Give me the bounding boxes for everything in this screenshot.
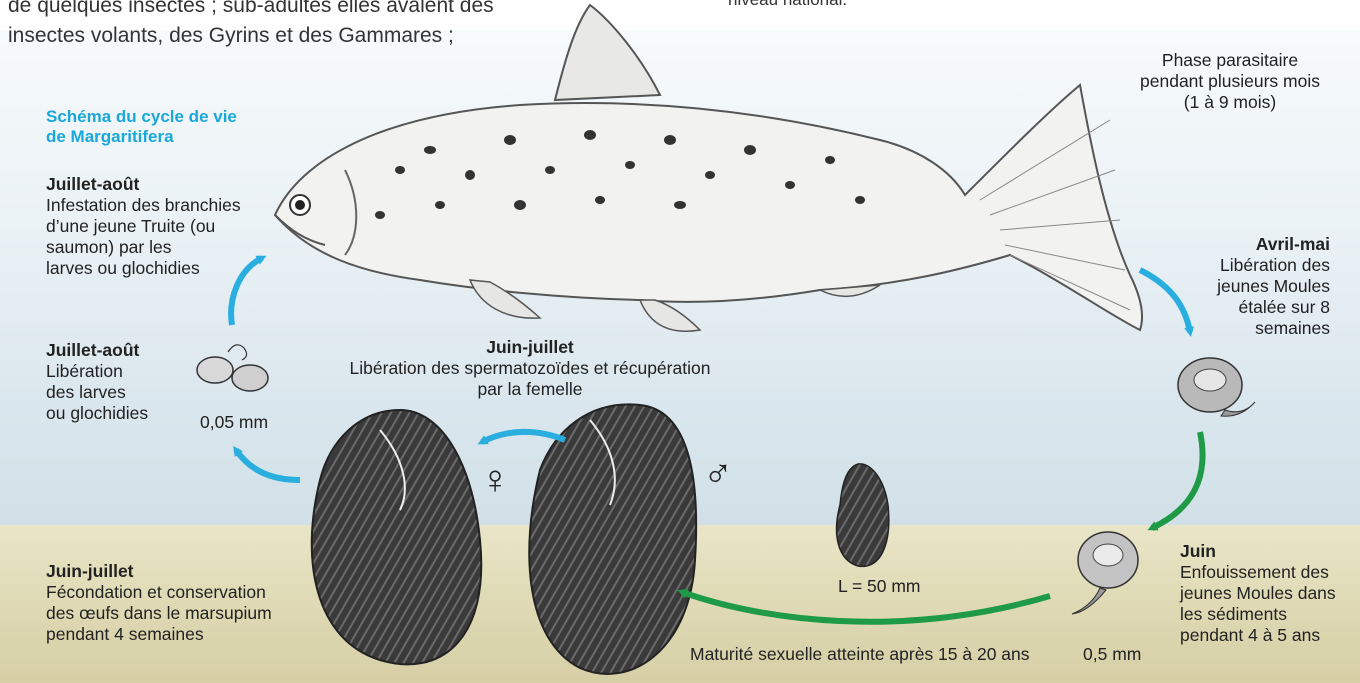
male-mussel-illustration bbox=[529, 404, 696, 673]
intro-line-1: de quelques insectes ; sub-adultes elles… bbox=[8, 0, 494, 21]
liberation-larves-line-1: Libération bbox=[46, 361, 206, 382]
stage-avril-mai: Avril-mai Libération des jeunes Moules é… bbox=[1180, 234, 1330, 339]
arrow-juvenile-to-sediment bbox=[1152, 432, 1203, 528]
spermatozoides-heading: Juin-juillet bbox=[310, 337, 750, 358]
spermatozoides-line-2: par la femelle bbox=[310, 379, 750, 400]
fecondation-heading: Juin-juillet bbox=[46, 561, 306, 582]
arrow-female-to-larvae bbox=[236, 450, 300, 480]
juvenile-mussel-avril-illustration bbox=[1178, 358, 1255, 416]
stage-infestation: Juillet-août Infestation des branchies d… bbox=[46, 174, 286, 279]
glochidia-illustration bbox=[197, 345, 268, 391]
title-line-1: Schéma du cycle de vie bbox=[46, 107, 286, 127]
fecondation-line-1: Fécondation et conservation bbox=[46, 582, 306, 603]
juin-line-1: Enfouissement des bbox=[1180, 562, 1355, 583]
fecondation-line-2: des œufs dans le marsupium bbox=[46, 603, 306, 624]
young-mussel-size-label: L = 50 mm bbox=[838, 576, 921, 597]
phase-line-2: pendant plusieurs mois bbox=[1130, 71, 1330, 92]
avril-mai-heading: Avril-mai bbox=[1180, 234, 1330, 255]
maturity-label: Maturité sexuelle atteinte après 15 à 20… bbox=[690, 644, 1030, 665]
stage-juin: Juin Enfouissement des jeunes Moules dan… bbox=[1180, 541, 1355, 646]
diagram-title: Schéma du cycle de vie de Margaritifera bbox=[46, 107, 286, 147]
stage-liberation-larves: Juillet-août Libération des larves ou gl… bbox=[46, 340, 206, 424]
juin-heading: Juin bbox=[1180, 541, 1355, 562]
intro-text: de quelques insectes ; sub-adultes elles… bbox=[8, 0, 494, 51]
infestation-line-3: saumon) par les bbox=[46, 237, 286, 258]
infestation-line-1: Infestation des branchies bbox=[46, 195, 286, 216]
intro-right-fragment: niveau national. bbox=[728, 0, 847, 10]
phase-line-1: Phase parasitaire bbox=[1130, 50, 1330, 71]
fecondation-line-3: pendant 4 semaines bbox=[46, 624, 306, 645]
female-symbol: ♀ bbox=[480, 460, 510, 500]
spermatozoides-line-1: Libération des spermatozoïdes et récupér… bbox=[310, 358, 750, 379]
title-line-2: de Margaritifera bbox=[46, 127, 286, 147]
liberation-larves-line-3: ou glochidies bbox=[46, 403, 206, 424]
arrow-male-to-female bbox=[482, 432, 565, 442]
intro-line-2: insectes volants, des Gyrins et des Gamm… bbox=[8, 21, 494, 51]
trout-illustration bbox=[275, 5, 1142, 331]
stage-fecondation: Juin-juillet Fécondation et conservation… bbox=[46, 561, 306, 645]
stage-spermatozoides: Juin-juillet Libération des spermatozoïd… bbox=[310, 337, 750, 400]
juvenile-size-label: 0,5 mm bbox=[1083, 644, 1141, 665]
female-mussel-illustration bbox=[312, 410, 482, 664]
infestation-heading: Juillet-août bbox=[46, 174, 286, 195]
male-symbol: ♂ bbox=[703, 454, 733, 494]
juin-line-2: jeunes Moules dans bbox=[1180, 583, 1355, 604]
liberation-larves-heading: Juillet-août bbox=[46, 340, 206, 361]
avril-mai-line-1: Libération des bbox=[1180, 255, 1330, 276]
phase-parasitaire-label: Phase parasitaire pendant plusieurs mois… bbox=[1130, 50, 1330, 113]
avril-mai-line-4: semaines bbox=[1180, 318, 1330, 339]
juvenile-mussel-juin-illustration bbox=[1072, 532, 1138, 614]
juin-line-4: pendant 4 à 5 ans bbox=[1180, 625, 1355, 646]
infestation-line-4: larves ou glochidies bbox=[46, 258, 286, 279]
larvae-size-label: 0,05 mm bbox=[200, 412, 268, 433]
liberation-larves-line-2: des larves bbox=[46, 382, 206, 403]
juin-line-3: les sédiments bbox=[1180, 604, 1355, 625]
avril-mai-line-3: étalée sur 8 bbox=[1180, 297, 1330, 318]
infestation-line-2: d’une jeune Truite (ou bbox=[46, 216, 286, 237]
phase-line-3: (1 à 9 mois) bbox=[1130, 92, 1330, 113]
young-mussel-illustration bbox=[837, 464, 889, 567]
avril-mai-line-2: jeunes Moules bbox=[1180, 276, 1330, 297]
